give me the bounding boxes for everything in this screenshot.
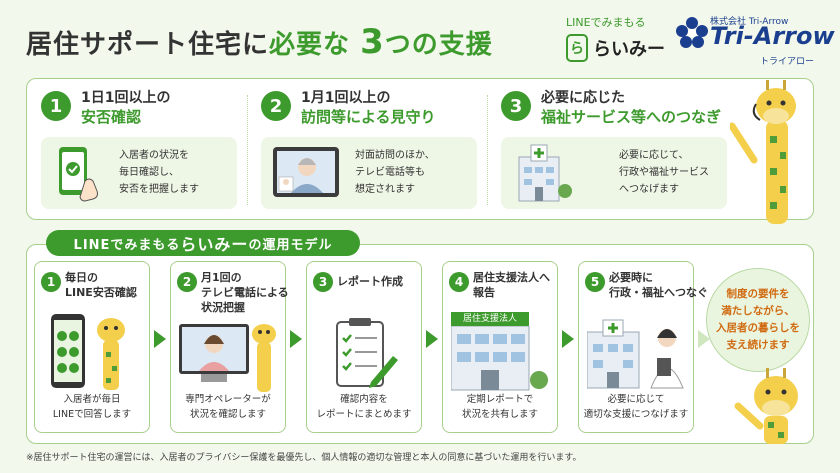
goal-message: 制度の要件を 満たしながら、 入居者の暮らしを 支え続けます (706, 268, 810, 372)
title-prefix: 居住サポート住宅に (26, 30, 270, 60)
divider (247, 95, 248, 205)
title-number: 3 (360, 22, 385, 62)
service-logo-name: らいみー (593, 39, 665, 60)
clipboard-icon (336, 318, 398, 388)
support-number: 2 (261, 91, 291, 121)
flow-arrow-icon (562, 330, 574, 348)
step-number: 1 (41, 272, 61, 292)
line-phone-icon (51, 314, 125, 390)
footnote: ※居住サポート住宅の運営には、入居者のプライバシー保護を最優先し、個人情報の適切… (26, 453, 582, 463)
flow-arrow-icon (426, 330, 438, 348)
model-step-3: 3 レポート作成 確認内容を レポートにまとめます (306, 261, 422, 433)
support-heading: 必要に応じた 福祉サービス等へのつなぎ (541, 90, 722, 126)
model-step-4: 4 居住支援法人へ 報告 居住支援法人 定期レポートで 状況を共有します (442, 261, 558, 433)
divider (487, 95, 488, 205)
flow-arrow-icon (290, 330, 302, 348)
service-logo-badge: ら (566, 34, 588, 62)
giraffe-mascot-icon (730, 80, 796, 224)
title-suffix: つの支援 (384, 30, 493, 60)
company-brand: Tri-Arrow (710, 22, 835, 50)
support-card: 対面訪問のほか、 テレビ電話等も 想定されます (261, 137, 477, 209)
service-logo-caption: LINEでみまもる (566, 16, 646, 29)
office-building-icon (451, 326, 548, 391)
step-desc: 入居者が毎日 LINEで回答します (52, 394, 132, 420)
supports-panel: 1 1日1回以上の 安否確認 入居者の状況を 毎日確認し、 安否を把握します 2… (26, 78, 814, 220)
step-title: 毎日の LINE安否確認 (65, 271, 137, 299)
step-number: 5 (585, 272, 605, 292)
title-accent: 必要な (269, 30, 351, 60)
video-call-icon (273, 147, 339, 197)
flower-logo-icon (676, 17, 708, 48)
operation-model-banner: LINEでみまもる らいみー の運用モデル (46, 230, 360, 256)
company-name: 株式会社 Tri-Arrow (710, 17, 789, 27)
support-heading: 1日1回以上の 安否確認 (81, 90, 171, 126)
step-title: 必要時に 行政・福祉へつなぐ (609, 271, 708, 299)
support-number: 1 (41, 91, 71, 121)
model-step-1: 1 毎日の LINE安否確認 入居者が毎日 LINEで回答します (34, 261, 150, 433)
step-desc: 専門オペレーターが 状況を確認します (185, 394, 271, 420)
hospital-staff-icon (587, 319, 684, 389)
giraffe-mascot-icon (734, 368, 798, 444)
support-desc: 必要に応じて、 行政や福祉サービス へつなげます (619, 150, 709, 195)
support-heading: 1月1回以上の 訪問等による見守り (301, 90, 436, 126)
model-step-5: 5 必要時に 行政・福祉へつなぐ 必要に応じて 適切な支援につなげます (578, 261, 708, 433)
phone-check-icon (59, 147, 98, 202)
office-sign: 居住支援法人 (451, 312, 529, 326)
step-number: 4 (449, 272, 469, 292)
company-kana: トライアロー (760, 57, 815, 67)
step-title: 月1回の テレビ電話による 状況把握 (201, 271, 289, 314)
step-desc: 確認内容を レポートにまとめます (316, 394, 412, 420)
support-card: 入居者の状況を 毎日確認し、 安否を把握します (41, 137, 237, 209)
step-number: 2 (177, 272, 197, 292)
page-title: 居住サポート住宅に必要な 3つの支援 (26, 22, 493, 62)
support-number: 3 (501, 91, 531, 121)
step-desc: 定期レポートで 状況を共有します (461, 394, 538, 420)
service-logo: LINEでみまもる ら らいみー (566, 14, 666, 62)
support-card: 必要に応じて、 行政や福祉サービス へつなげます (501, 137, 727, 209)
model-step-2: 2 月1回の テレビ電話による 状況把握 専門オペレーターが 状況を確認します (170, 261, 289, 433)
step-title: レポート作成 (337, 275, 403, 288)
step-number: 3 (313, 272, 333, 292)
hospital-icon (518, 144, 572, 202)
support-desc: 対面訪問のほか、 テレビ電話等も 想定されます (355, 150, 435, 195)
flow-arrow-icon (698, 330, 710, 348)
support-desc: 入居者の状況を 毎日確認し、 安否を把握します (119, 150, 199, 195)
video-operator-icon (179, 324, 276, 392)
step-title: 居住支援法人へ 報告 (473, 271, 550, 299)
flow-arrow-icon (154, 330, 166, 348)
step-desc: 必要に応じて 適切な支援につなげます (583, 394, 689, 420)
